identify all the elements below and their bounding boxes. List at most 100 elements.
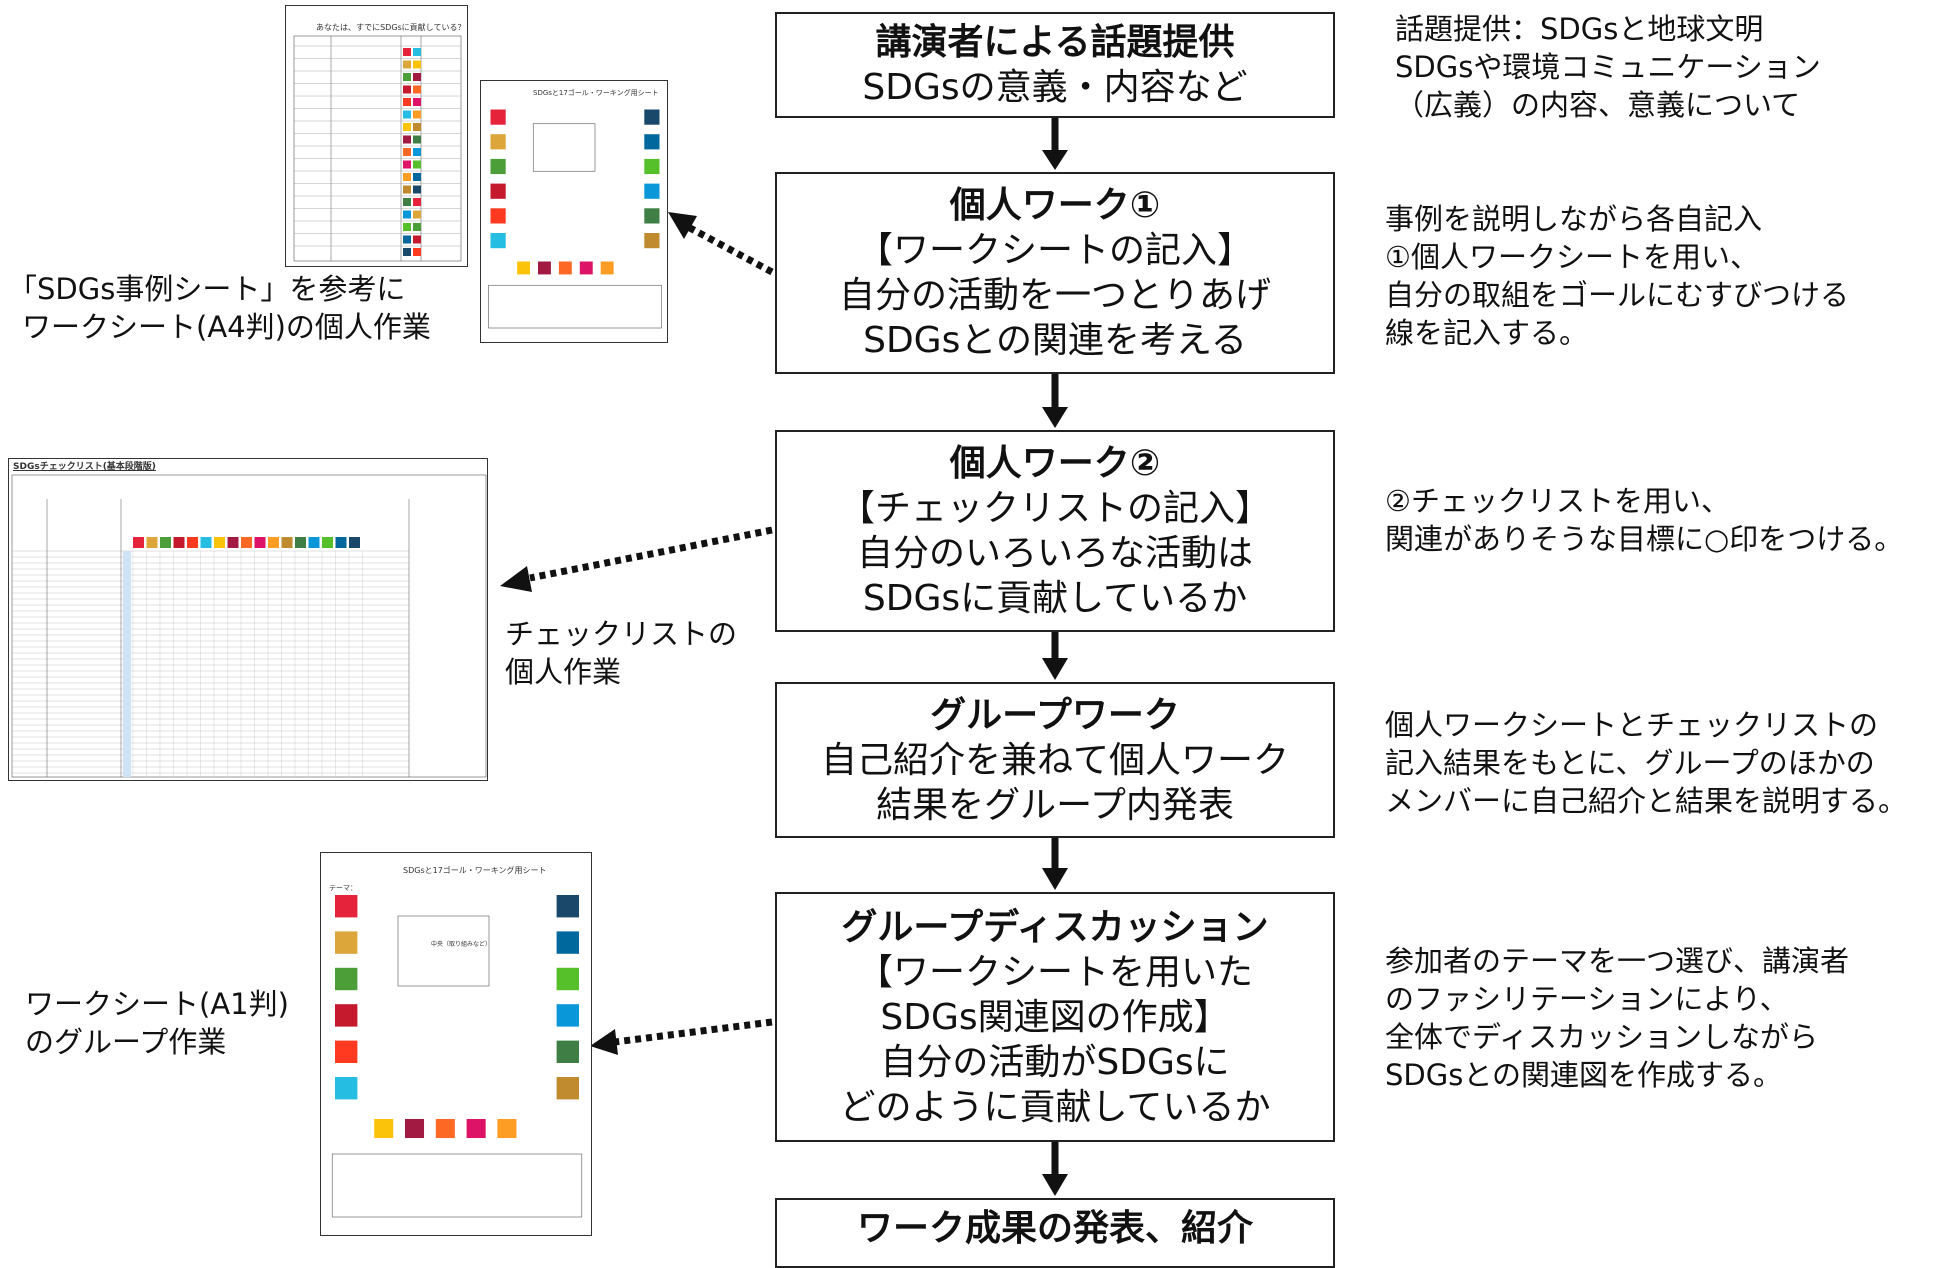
goal-icon: [413, 148, 421, 156]
goal-icon: [295, 537, 306, 548]
step-line: 【ワークシートの記入】: [856, 230, 1253, 271]
worksheet-theme-label: テーマ：: [329, 884, 357, 892]
goal-icon: [490, 208, 506, 224]
step-line: 自分の活動を一つとりあげ: [838, 275, 1271, 316]
down-arrow-3: [1042, 632, 1068, 680]
caption-line: ワークシート(A1判): [25, 987, 289, 1021]
goal-icon: [538, 261, 551, 275]
center-box: [397, 915, 490, 987]
worksheet-goals: [488, 109, 662, 329]
goal-icon: [413, 60, 421, 69]
goal-icon: [403, 98, 411, 106]
goal-icon: [335, 1040, 358, 1063]
checklist-title: SDGsチェックリスト(基本段階版): [13, 462, 156, 472]
goal-icon: [403, 73, 411, 81]
step-line: SDGsとの関連を考える: [863, 320, 1247, 361]
goal-icon: [403, 223, 411, 231]
goal-icon: [600, 261, 614, 275]
goal-icon: [335, 967, 358, 991]
goal-icon: [556, 967, 579, 991]
note-line: 個人ワークシートとチェックリストの: [1385, 708, 1879, 742]
worksheet-goals: [331, 895, 583, 1218]
goal-icon: [644, 208, 660, 224]
goal-icon: [413, 160, 421, 169]
goal-icon: [556, 1004, 579, 1027]
goal-icon: [403, 123, 411, 131]
goal-icon: [241, 537, 252, 548]
a4-worksheet-thumbnail: SDGsと17ゴール・ワーキング用シート: [480, 80, 668, 343]
caption-a1-worksheet: ワークシート(A1判) のグループ作業: [25, 985, 289, 1061]
goal-icon: [558, 261, 572, 275]
note-individual-work-1: 事例を説明しながら各自記入 ①個人ワークシートを用い、 自分の取組をゴールにむす…: [1385, 200, 1849, 352]
step-line: どのように貢献しているか: [839, 1086, 1271, 1128]
note-line: メンバーに自己紹介と結果を説明する。: [1385, 784, 1908, 818]
goal-icon: [556, 1040, 579, 1063]
caption-line: 個人作業: [505, 655, 622, 689]
goal-icon: [644, 158, 660, 175]
goal-icon: [497, 1119, 517, 1139]
goal-icon: [405, 1119, 425, 1139]
goal-icon: [335, 1004, 358, 1027]
step-presentation: ワーク成果の発表、紹介: [775, 1198, 1335, 1268]
goal-icon: [413, 85, 421, 94]
step-group-work: グループワーク 自己紹介を兼ねて個人ワーク 結果をグループ内発表: [775, 682, 1335, 838]
step-line: 【ワークシートを用いた: [856, 951, 1253, 993]
note-line: 自分の取組をゴールにむすびつける: [1385, 278, 1850, 312]
goal-icon: [403, 60, 411, 69]
goal-icon: [413, 223, 421, 231]
step-individual-work-2: 個人ワーク② 【チェックリストの記入】 自分のいろいろな活動は SDGsに貢献し…: [775, 430, 1335, 632]
goal-icon: [644, 183, 660, 199]
worksheet-title: SDGsと17ゴール・ワーキング用シート: [403, 866, 547, 875]
note-line: 全体でディスカッションしながら: [1385, 1020, 1818, 1054]
goal-icon: [413, 123, 421, 131]
goal-icon: [281, 537, 293, 548]
a1-worksheet-thumbnail: SDGsと17ゴール・ワーキング用シート テーマ： 中央（取り組みなど）: [320, 852, 592, 1236]
goal-icon: [403, 85, 411, 94]
goal-icon: [308, 537, 320, 548]
step-title: ワーク成果の発表、紹介: [856, 1208, 1253, 1249]
caption-checklist: チェックリストの 個人作業: [505, 615, 737, 691]
case-sheet-title: あなたは、すでにSDGsに貢献している？！: [316, 23, 468, 32]
note-line: 記入結果をもとに、グループのほかの: [1385, 746, 1875, 780]
center-box: [532, 123, 596, 172]
step-line: SDGsの意義・内容など: [862, 67, 1248, 108]
note-line: ①個人ワークシートを用い、: [1385, 240, 1759, 274]
step-group-discussion: グループディスカッション 【ワークシートを用いた SDGs関連図の作成】 自分の…: [775, 892, 1335, 1142]
goal-icon: [403, 48, 411, 56]
goal-icon: [490, 158, 506, 175]
goal-icon: [335, 931, 358, 954]
goal-icon: [335, 537, 347, 548]
goal-icon: [413, 185, 421, 194]
goal-icon: [322, 537, 333, 548]
caption-line: のグループ作業: [25, 1025, 227, 1059]
goal-icon: [403, 173, 411, 181]
note-line: （広義）の内容、意義について: [1395, 88, 1801, 122]
caption-a4-worksheet: 「SDGs事例シート」を参考に ワークシート(A4判)の個人作業: [8, 270, 431, 346]
goal-icon: [403, 135, 411, 144]
note-line: SDGsや環境コミュニケーション: [1395, 50, 1821, 84]
checklist-column: [123, 551, 131, 777]
checklist-table: [11, 474, 487, 778]
goal-icon: [556, 895, 579, 918]
note-line: 関連がありそうな目標に○印をつける。: [1385, 522, 1904, 556]
goal-icon: [413, 48, 421, 56]
worksheet-title: SDGsと17ゴール・ワーキング用シート: [533, 89, 659, 97]
down-arrow-2: [1042, 374, 1068, 428]
notes-box: [331, 1153, 583, 1218]
goal-icon: [644, 233, 660, 249]
note-individual-work-2: ②チェックリストを用い、 関連がありそうな目標に○印をつける。: [1385, 482, 1903, 558]
step-title: グループワーク: [930, 694, 1180, 736]
goal-icon: [227, 537, 239, 548]
goal-icon: [335, 1077, 358, 1100]
notes-box: [488, 284, 662, 329]
goal-icon: [435, 1119, 455, 1139]
note-group-work: 個人ワークシートとチェックリストの 記入結果をもとに、グループのほかの メンバー…: [1385, 706, 1907, 820]
note-line: 参加者のテーマを一つ選び、講演者: [1385, 944, 1850, 978]
case-table: [293, 35, 462, 262]
step-line: 結果をグループ内発表: [876, 784, 1234, 826]
goal-icon: [644, 134, 660, 150]
goal-icon: [579, 261, 593, 275]
goal-icon: [517, 261, 531, 275]
goal-icon: [173, 537, 185, 548]
